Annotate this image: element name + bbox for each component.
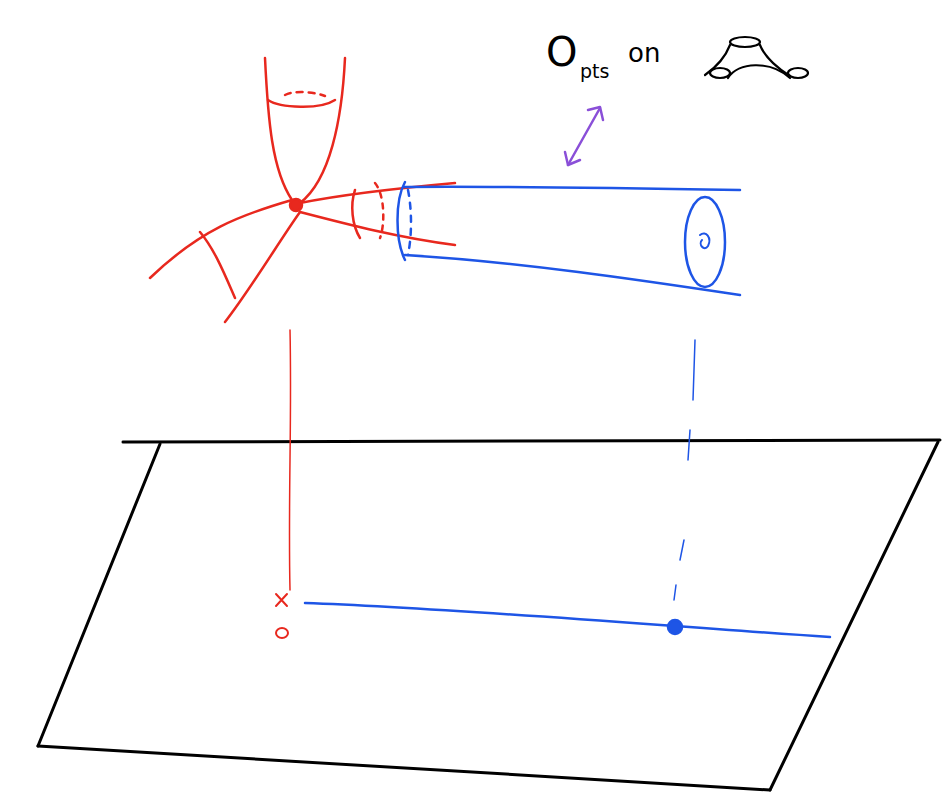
subscript: pts <box>580 62 609 81</box>
correspondence-arrow <box>565 107 603 165</box>
pants-icon <box>705 37 808 78</box>
closed-string-tube <box>305 182 830 637</box>
plane <box>38 440 940 790</box>
operator-symbol: O <box>546 32 577 72</box>
annotation-word: on <box>628 40 660 66</box>
string-junction <box>150 58 455 638</box>
